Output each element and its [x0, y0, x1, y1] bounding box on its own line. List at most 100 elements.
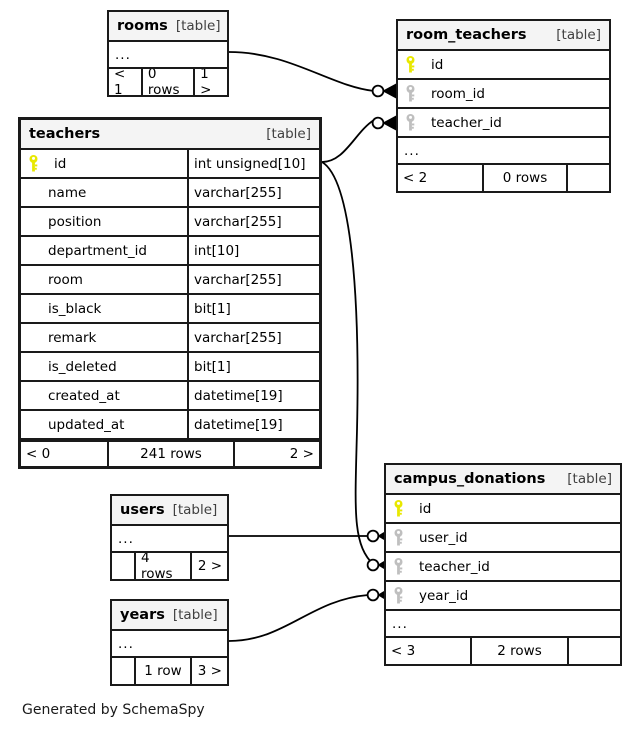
table-room_teachers-row-count: 0 rows: [482, 165, 566, 191]
column-name: is_deleted: [48, 358, 117, 375]
table-row: room varchar[255]: [21, 266, 319, 295]
table-row: remark varchar[255]: [21, 324, 319, 353]
table-years-ellipsis: ...: [112, 631, 227, 658]
table-campus_donations-next-link[interactable]: [567, 638, 620, 664]
table-room_teachers-footer: < 2 0 rows: [398, 165, 609, 191]
table-teachers-prev-link[interactable]: < 0: [26, 446, 51, 462]
table-row: user_id: [386, 524, 620, 553]
table-users-tag: [table]: [172, 502, 218, 518]
table-row: teacher_id: [398, 109, 609, 138]
column-type: int unsigned[10]: [187, 150, 319, 177]
table-years[interactable]: years [table] ... 1 row 3 >: [110, 599, 229, 686]
table-room_teachers-prev-link[interactable]: < 2: [403, 170, 428, 186]
column-type: datetime[19]: [187, 411, 319, 438]
table-rooms-row-count: 0 rows: [140, 69, 193, 95]
table-rooms-prev-link[interactable]: < 1: [114, 69, 126, 95]
table-room_teachers-header: room_teachers [table]: [398, 21, 609, 51]
table-users-ellipsis: ...: [112, 526, 227, 553]
edge-rooms-to-room_teachers: [228, 51, 375, 92]
table-row: id: [398, 51, 609, 80]
edge-years-to-campus_donations: [228, 594, 369, 642]
table-users-prev-link[interactable]: [112, 553, 134, 579]
table-years-name: years: [120, 607, 165, 623]
table-users-footer: 4 rows 2 >: [112, 553, 227, 579]
key-icon-primary: [393, 500, 419, 517]
column-name: remark: [48, 329, 97, 346]
table-users-row-count: 4 rows: [133, 553, 190, 579]
column-name: id: [419, 500, 432, 517]
table-rooms-tag: [table]: [175, 18, 221, 34]
column-type: varchar[255]: [187, 179, 319, 206]
table-row: id: [386, 495, 620, 524]
key-icon-foreign: [405, 85, 431, 102]
column-name: id: [54, 155, 67, 172]
table-rooms-next-link[interactable]: 1 >: [193, 69, 227, 95]
table-row: room_id: [398, 80, 609, 109]
table-rooms[interactable]: rooms [table] ... < 1 0 rows 1 >: [107, 10, 229, 97]
table-users-next-link[interactable]: 2 >: [190, 553, 227, 579]
column-name: position: [48, 213, 102, 230]
column-type: bit[1]: [187, 295, 319, 322]
generated-by-credit: Generated by SchemaSpy: [22, 702, 205, 718]
table-rooms-header: rooms [table]: [109, 12, 227, 42]
table-campus_donations-row-count: 2 rows: [470, 638, 567, 664]
table-campus_donations-tag: [table]: [567, 471, 612, 487]
table-row: department_id int[10]: [21, 237, 319, 266]
table-room_teachers-name: room_teachers: [406, 27, 527, 43]
column-type: bit[1]: [187, 353, 319, 380]
key-icon-primary: [28, 155, 54, 172]
table-users[interactable]: users [table] ... 4 rows 2 >: [110, 494, 229, 581]
column-type: varchar[255]: [187, 208, 319, 235]
edge-teachers-to-campus_donations: [321, 161, 375, 566]
table-years-row-count: 1 row: [134, 658, 190, 684]
key-icon-primary: [405, 56, 431, 73]
table-teachers-footer: < 0 241 rows 2 >: [21, 440, 319, 466]
table-years-prev-link[interactable]: [112, 658, 134, 684]
table-years-footer: 1 row 3 >: [112, 658, 227, 684]
column-name: created_at: [48, 387, 120, 404]
column-name: updated_at: [48, 416, 125, 433]
table-years-header: years [table]: [112, 601, 227, 631]
column-type: datetime[19]: [187, 382, 319, 409]
column-name: id: [431, 56, 444, 73]
table-teachers[interactable]: teachers [table] id int unsigned[10]: [18, 117, 322, 469]
column-name: teacher_id: [419, 558, 490, 575]
key-icon-foreign: [405, 114, 431, 131]
table-teachers-row-count: 241 rows: [107, 442, 233, 466]
table-campus_donations-ellipsis: ...: [386, 611, 620, 638]
column-name: name: [48, 184, 87, 201]
column-name: department_id: [48, 242, 147, 259]
table-room_teachers-ellipsis: ...: [398, 138, 609, 165]
table-room_teachers-next-link[interactable]: [566, 165, 609, 191]
table-campus_donations-footer: < 3 2 rows: [386, 638, 620, 664]
table-campus_donations-name: campus_donations: [394, 471, 546, 487]
table-row: is_deleted bit[1]: [21, 353, 319, 382]
table-row: year_id: [386, 582, 620, 611]
table-teachers-name: teachers: [29, 126, 101, 142]
table-row: updated_at datetime[19]: [21, 411, 319, 440]
column-name: room: [48, 271, 83, 288]
table-rooms-ellipsis: ...: [109, 42, 227, 69]
key-icon-foreign: [393, 529, 419, 546]
table-teachers-header: teachers [table]: [21, 120, 319, 150]
column-type: varchar[255]: [187, 324, 319, 351]
column-name: room_id: [431, 85, 485, 102]
table-row: created_at datetime[19]: [21, 382, 319, 411]
column-type: int[10]: [187, 237, 319, 264]
table-users-name: users: [120, 502, 165, 518]
table-room_teachers[interactable]: room_teachers [table] id: [396, 19, 611, 193]
key-icon-foreign: [393, 587, 419, 604]
table-years-next-link[interactable]: 3 >: [190, 658, 227, 684]
table-teachers-next-link[interactable]: 2 >: [233, 442, 319, 466]
table-row: is_black bit[1]: [21, 295, 319, 324]
table-row: name varchar[255]: [21, 179, 319, 208]
table-campus_donations-prev-link[interactable]: < 3: [391, 643, 416, 659]
column-name: is_black: [48, 300, 102, 317]
table-users-header: users [table]: [112, 496, 227, 526]
table-campus_donations[interactable]: campus_donations [table] id: [384, 463, 622, 666]
table-rooms-name: rooms: [117, 18, 168, 34]
table-years-tag: [table]: [172, 607, 218, 623]
column-type: varchar[255]: [187, 266, 319, 293]
table-row: id int unsigned[10]: [21, 150, 319, 179]
